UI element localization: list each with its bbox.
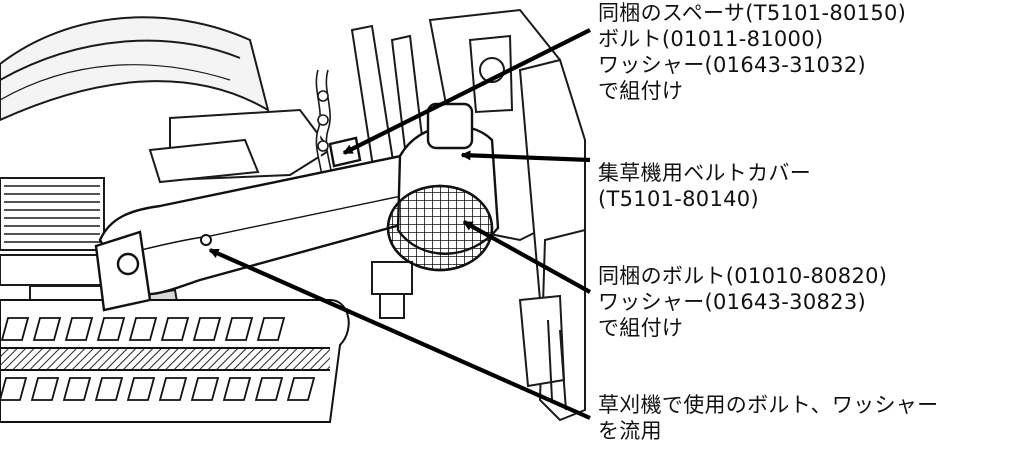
- callout-spacer-line-1: 同梱のスペーサ(T5101-80150): [598, 1, 907, 25]
- leader-arrows: [208, 28, 592, 420]
- callout-belt-cover-line-1: 集草機用ベルトカバー: [598, 161, 811, 185]
- callout-spacer-line-2: ボルト(01011-81000): [598, 27, 824, 51]
- callout-bolt-line-3: で組付け: [598, 316, 684, 340]
- callout-spacer: 同梱のスペーサ(T5101-80150) ボルト(01011-81000) ワッ…: [598, 0, 906, 104]
- callout-reuse-line-2: を流用: [598, 419, 662, 443]
- callout-spacer-line-4: で組付け: [598, 79, 684, 103]
- callout-reuse: 草刈機で使用のボルト、ワッシャー を流用: [598, 392, 938, 444]
- arrow-bolt: [462, 220, 592, 294]
- callout-belt-cover: 集草機用ベルトカバー (T5101-80140): [598, 160, 811, 212]
- arrow-spacer: [342, 28, 591, 155]
- callout-bolt-line-1: 同梱のボルト(01010-80820): [598, 264, 888, 288]
- arrow-belt-cover: [460, 150, 591, 163]
- callout-bolt-line-2: ワッシャー(01643-30823): [598, 290, 866, 314]
- callout-bolt: 同梱のボルト(01010-80820) ワッシャー(01643-30823) で…: [598, 263, 887, 341]
- arrow-reuse: [208, 248, 591, 420]
- crawler-track: [0, 299, 350, 423]
- callout-belt-cover-line-2: (T5101-80140): [598, 187, 759, 211]
- callout-reuse-line-1: 草刈機で使用のボルト、ワッシャー: [598, 393, 939, 417]
- callout-spacer-line-3: ワッシャー(01643-31032): [598, 53, 866, 77]
